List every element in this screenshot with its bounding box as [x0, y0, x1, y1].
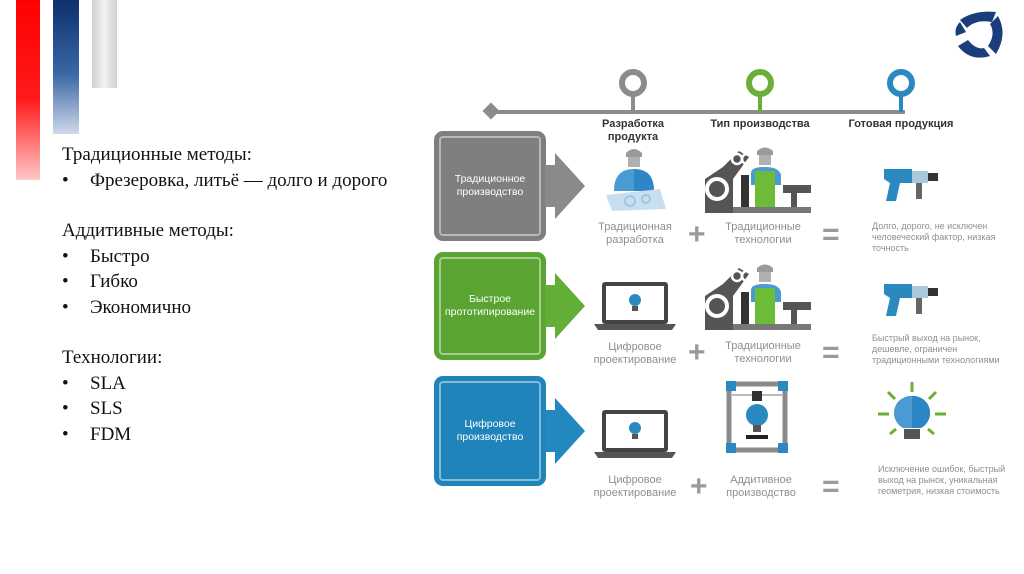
- prod-caption: Аддитивное производство: [726, 474, 796, 499]
- list-item: •Экономично: [62, 295, 390, 321]
- list-item: •Быстро: [62, 244, 390, 270]
- 3d-printer-icon: [726, 381, 788, 453]
- arrow-right-icon: [545, 153, 585, 219]
- timeline-pin-development: [619, 69, 647, 112]
- result-text: Исключение ошибок, быстрый выход на рыно…: [878, 464, 1006, 496]
- row-box-digital-production: Цифровое производство: [434, 376, 546, 486]
- section-additive: Аддитивные методы: •Быстро •Гибко •Эконо…: [62, 218, 390, 320]
- lightbulb-icon: [878, 382, 946, 439]
- section-technologies: Технологии: •SLA •SLS •FDM: [62, 345, 390, 447]
- bullet: •: [62, 245, 69, 267]
- row-box-label: Быстрое прототипирование: [444, 293, 536, 318]
- plus-icon: +: [688, 218, 706, 251]
- plus-icon: +: [688, 336, 706, 369]
- timeline-start-diamond: [482, 102, 500, 120]
- drill-icon: [884, 169, 938, 201]
- worker-machine-icon: [705, 147, 811, 213]
- bullet: •: [62, 296, 69, 318]
- row-box-rapid-prototyping: Быстрое прототипирование: [434, 252, 546, 360]
- stage-label-development: Разработка продукта: [602, 118, 664, 143]
- plus-icon: +: [690, 470, 708, 503]
- laptop-icon: [594, 410, 676, 458]
- bullet: •: [62, 271, 69, 292]
- dev-caption: Цифровое проектирование: [593, 474, 677, 499]
- timeline-pin-product: [887, 69, 915, 112]
- row-box-traditional: Традиционное производство: [434, 131, 546, 241]
- arrow-right-icon: [545, 398, 585, 464]
- result-text: Долго, дорого, не исключен человеческий …: [872, 221, 996, 253]
- list-item: •Гибко: [62, 269, 390, 295]
- dev-caption: Цифровое проектирование: [593, 341, 677, 366]
- drill-icon: [884, 284, 938, 316]
- list-item: •FDM: [62, 422, 390, 448]
- result-text: Быстрый выход на рынок, дешевле, огранич…: [872, 333, 1000, 365]
- decor-bar-red: [16, 0, 40, 180]
- prod-caption: Традиционные технологии: [725, 221, 801, 246]
- logo-icon: [955, 11, 1003, 58]
- section-heading: Традиционные методы:: [62, 144, 252, 165]
- laptop-icon: [594, 282, 676, 330]
- equals-icon: =: [822, 336, 840, 369]
- equals-icon: =: [822, 218, 840, 251]
- decor-bar-blue: [53, 0, 79, 134]
- list-item: •SLS: [62, 396, 390, 422]
- row-box-label: Традиционное производство: [454, 173, 526, 198]
- worker-machine-icon: [705, 264, 811, 330]
- section-heading: Технологии:: [62, 347, 163, 368]
- stage-label-production: Тип производства: [710, 118, 810, 130]
- dev-caption: Традиционная разработка: [598, 221, 672, 246]
- row-box-label: Цифровое производство: [456, 418, 524, 443]
- arrow-right-icon: [545, 273, 585, 339]
- engineer-blueprint-icon: [606, 149, 666, 211]
- bullet: •: [62, 169, 69, 191]
- prod-caption: Традиционные технологии: [725, 340, 801, 365]
- stage-label-product: Готовая продукция: [848, 118, 954, 130]
- list-item: •SLA: [62, 371, 390, 397]
- bullet: •: [62, 423, 69, 445]
- timeline: [482, 69, 915, 120]
- timeline-pin-production: [746, 69, 774, 112]
- list-item: •Фрезеровка, литьё — долго и дорого: [62, 168, 390, 194]
- decor-bar-gray: [92, 0, 117, 88]
- bullet: •: [62, 372, 69, 394]
- section-heading: Аддитивные методы:: [62, 220, 234, 241]
- section-traditional: Традиционные методы: •Фрезеровка, литьё …: [62, 142, 390, 193]
- equals-icon: =: [822, 470, 840, 503]
- left-text-panel: Традиционные методы: •Фрезеровка, литьё …: [62, 142, 390, 472]
- bullet: •: [62, 398, 69, 419]
